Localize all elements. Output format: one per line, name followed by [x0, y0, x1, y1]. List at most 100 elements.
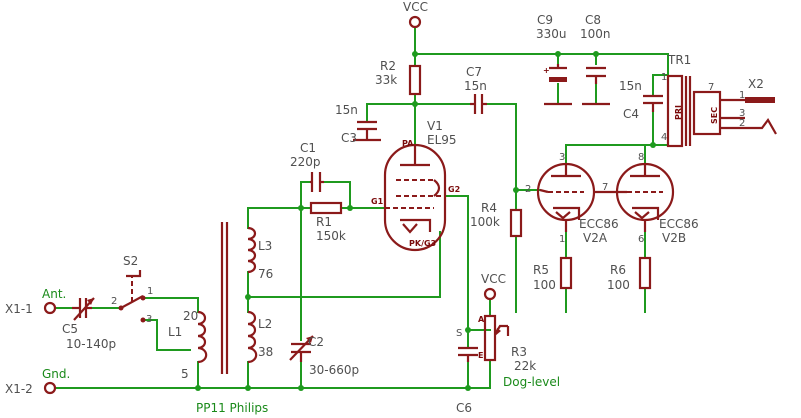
l3-value: 76 [258, 267, 273, 281]
junction-gnd-c2 [298, 385, 304, 391]
tr1-pin-4: 4 [661, 132, 667, 143]
vcc-top-label: VCC [403, 0, 428, 14]
x1-2-terminal [43, 381, 57, 395]
v2a-type: ECC86 [579, 217, 619, 231]
c6-capacitor [458, 346, 478, 362]
v2b-triode-tube [594, 162, 675, 232]
gnd-net-label: Gnd. [42, 367, 70, 381]
c3-name: C3 [341, 131, 357, 145]
v1-pin-g1: G1 [371, 197, 384, 206]
r4-resistor [509, 208, 523, 238]
c1-name: C1 [300, 141, 316, 155]
junction-c1-right [347, 205, 353, 211]
junction-plate [412, 101, 418, 107]
junction-anodes [650, 142, 656, 148]
r1-value: 150k [316, 229, 346, 243]
x2-pin-3: 3 [739, 108, 745, 119]
r2-resistor [408, 64, 422, 96]
x2-name: X2 [748, 77, 764, 91]
pin-labels: PA G1 G2 PK/G3 PRI SEC 1 4 7 1 3 2 3 2 7… [111, 66, 745, 381]
l1-pin-20: 20 [183, 309, 198, 323]
x1-1-terminal [43, 301, 57, 315]
pp11-label: PP11 Philips [196, 401, 268, 415]
component-labels: VCC VCC R2 33k C9 330u C8 100n C7 15n 15… [5, 0, 764, 415]
r4-value: 100k [470, 215, 500, 229]
junction-tap [245, 294, 251, 300]
c7-capacitor [470, 94, 487, 114]
c1-value: 220p [290, 155, 321, 169]
s2-pin-2: 2 [111, 296, 117, 307]
r3-pin-s: S [456, 328, 462, 339]
s2-pin-3: 3 [146, 314, 152, 325]
r3-pin-a: A [478, 315, 485, 324]
r6-name: R6 [610, 263, 626, 277]
l3-name: L3 [258, 239, 272, 253]
c9-name: C9 [537, 13, 553, 27]
tr1-pin-7: 7 [708, 82, 714, 93]
junction-c9 [555, 51, 561, 57]
r4-name: R4 [481, 201, 497, 215]
c8-value: 100n [580, 27, 611, 41]
l1-pin-5: 5 [181, 367, 189, 381]
junction-c8 [593, 51, 599, 57]
c3-capacitor [353, 120, 381, 142]
r1-resistor [309, 201, 343, 215]
x2-pin-1: 1 [739, 90, 745, 101]
c5-value: 10-140p [66, 337, 116, 351]
v1-name: V1 [427, 119, 443, 133]
r2-value: 33k [375, 73, 397, 87]
tr1-pin-sec: SEC [710, 107, 719, 124]
vcc-top-terminal [408, 15, 422, 29]
junction-c1-left [298, 205, 304, 211]
v2b-pin-8: 8 [638, 152, 644, 163]
v2b-pin-6: 6 [638, 234, 644, 245]
v2b-name: V2B [662, 231, 686, 245]
r6-value: 100 [607, 278, 630, 292]
c4-name: C4 [623, 107, 639, 121]
v2a-pin-3: 3 [559, 152, 565, 163]
c3-value: 15n [335, 103, 358, 117]
junction-gnd-c6 [465, 385, 471, 391]
net-labels: PP11 Philips Ant. Gnd. Dog-level [42, 287, 560, 415]
v1-pin-g2: G2 [448, 185, 460, 194]
v2a-pin-2: 2 [525, 184, 531, 195]
junction-gnd-l2 [245, 385, 251, 391]
c8-capacitor [582, 66, 610, 106]
tr1-pin-1: 1 [661, 72, 667, 83]
v2a-pin-7: 7 [602, 182, 608, 193]
c5-variable-capacitor [72, 297, 95, 321]
c7-name: C7 [466, 65, 482, 79]
x2-jack [745, 97, 777, 135]
r3-name: R3 [511, 345, 527, 359]
x2-pin-2: 2 [739, 118, 745, 129]
c4-value: 15n [619, 79, 642, 93]
junction-v2a-grid [513, 187, 519, 193]
r5-value: 100 [533, 278, 556, 292]
r3-potentiometer [483, 314, 510, 362]
dog-level-net-label: Dog-level [503, 375, 560, 389]
vcc-right-label: VCC [481, 272, 506, 286]
tr1-pin-pri: PRI [674, 105, 683, 120]
c4-capacitor [643, 94, 663, 112]
c2-value: 30-660p [309, 363, 359, 377]
wire-g2 [446, 195, 469, 331]
r5-resistor [559, 256, 573, 290]
c9-value: 330u [536, 27, 567, 41]
r5-name: R5 [533, 263, 549, 277]
ant-net-label: Ant. [42, 287, 66, 301]
c5-name: C5 [62, 322, 78, 336]
junction-vcc [412, 51, 418, 57]
c9-capacitor [544, 64, 572, 106]
r3-value: 22k [514, 359, 536, 373]
l2-value: 38 [258, 345, 273, 359]
c1-capacitor [310, 172, 324, 192]
c7-value: 15n [464, 79, 487, 93]
v1-type: EL95 [427, 133, 457, 147]
x1-2-label: X1-2 [5, 382, 33, 396]
pp11-coil-assembly [197, 222, 258, 374]
x1-1-label: X1-1 [5, 302, 33, 316]
c6-name: C6 [456, 401, 472, 415]
r1-name: R1 [316, 215, 332, 229]
junction-gnd-l1 [195, 385, 201, 391]
